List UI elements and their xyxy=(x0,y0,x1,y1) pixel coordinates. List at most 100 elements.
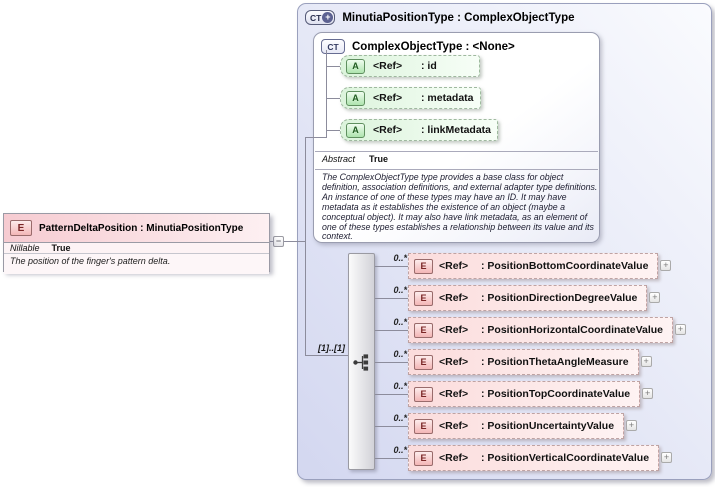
separator xyxy=(315,151,598,152)
expand-toggle[interactable]: + xyxy=(660,260,672,271)
ref-label: <Ref> xyxy=(373,60,403,72)
compositor-bar[interactable] xyxy=(348,253,375,470)
expand-toggle[interactable]: + xyxy=(675,324,687,335)
nillable-property-row: Nillable True xyxy=(4,242,269,254)
element-icon: E xyxy=(414,354,433,370)
attribute-node[interactable]: A <Ref> : metadata xyxy=(340,87,481,109)
base-type-title: ComplexObjectType : <None> xyxy=(352,40,515,53)
connector-line xyxy=(326,130,340,131)
ref-label: <Ref> xyxy=(439,356,469,368)
separator xyxy=(315,169,598,170)
root-element-box[interactable]: E PatternDeltaPosition : MinutiaPosition… xyxy=(3,213,270,274)
root-element-description: The position of the finger's pattern del… xyxy=(4,254,269,274)
expand-toggle[interactable]: + xyxy=(649,292,661,303)
cardinality-label: 0..* xyxy=(393,317,407,327)
connector-line xyxy=(305,137,306,356)
ref-label: <Ref> xyxy=(439,292,469,304)
connector-line xyxy=(375,362,408,363)
cardinality-label: 0..* xyxy=(393,381,407,391)
nillable-value: True xyxy=(51,243,71,253)
connector-line xyxy=(305,355,349,356)
cardinality-label: 0..* xyxy=(393,445,407,455)
attribute-row: A <Ref> : id xyxy=(326,55,480,77)
ref-label: <Ref> xyxy=(439,388,469,400)
element-reference-node[interactable]: E <Ref> : PositionThetaAngleMeasure + xyxy=(408,349,652,375)
element-name: : PositionTopCoordinateValue xyxy=(481,388,631,400)
complex-type-title: MinutiaPositionType : ComplexObjectType xyxy=(342,11,575,24)
element-reference-node[interactable]: E <Ref> : PositionTopCoordinateValue + xyxy=(408,381,654,407)
element-reference-node[interactable]: E <Ref> : PositionBottomCoordinateValue … xyxy=(408,253,672,279)
ref-label: <Ref> xyxy=(439,324,469,336)
cardinality-label: 0..* xyxy=(393,349,407,359)
connector-line xyxy=(375,458,408,459)
element-icon: E xyxy=(414,258,433,274)
connector-line xyxy=(375,330,408,331)
root-element-title: PatternDeltaPosition : MinutiaPositionTy… xyxy=(39,222,244,234)
connector-line xyxy=(305,137,327,138)
ref-label: <Ref> xyxy=(439,260,469,272)
sequence-compositor-icon xyxy=(352,352,371,378)
ref-label: <Ref> xyxy=(439,420,469,432)
ref-label: <Ref> xyxy=(439,452,469,464)
expand-toggle[interactable]: + xyxy=(642,388,654,399)
connector-line xyxy=(375,266,408,267)
element-reference-node[interactable]: E <Ref> : PositionVerticalCoordinateValu… xyxy=(408,445,673,471)
element-reference-node[interactable]: E <Ref> : PositionHorizontalCoordinateVa… xyxy=(408,317,687,343)
nillable-label: Nillable xyxy=(10,243,40,253)
element-name: : PositionDirectionDegreeValue xyxy=(481,292,638,304)
expand-toggle[interactable]: + xyxy=(640,356,652,367)
attribute-row: A <Ref> : metadata xyxy=(326,87,481,109)
element-row: 0..* E <Ref> : PositionVerticalCoordinat… xyxy=(375,445,673,471)
abstract-label: Abstract xyxy=(322,154,356,164)
attribute-name: : id xyxy=(421,60,437,72)
abstract-property-row: Abstract True xyxy=(322,154,388,164)
attribute-icon: A xyxy=(346,90,365,106)
expand-toggle[interactable]: + xyxy=(661,452,673,463)
element-icon: E xyxy=(414,290,433,306)
attribute-icon: A xyxy=(346,122,365,138)
element-reference-node[interactable]: E <Ref> : PositionUncertaintyValue + xyxy=(408,413,638,439)
element-name: : PositionVerticalCoordinateValue xyxy=(481,452,650,464)
element-icon: E xyxy=(414,386,433,402)
occurrence-label: [1]..[1] xyxy=(318,343,345,353)
ct-icon-text: CT xyxy=(310,12,322,23)
ref-label: <Ref> xyxy=(373,124,403,136)
plus-badge-icon: + xyxy=(322,12,334,23)
abstract-value: True xyxy=(369,154,389,164)
attribute-icon: A xyxy=(346,58,365,74)
cardinality-label: 0..* xyxy=(393,253,407,263)
complex-type-icon: CT xyxy=(321,39,345,54)
expand-toggle[interactable]: + xyxy=(626,420,638,431)
connector-line xyxy=(375,426,408,427)
element-reference-node[interactable]: E <Ref> : PositionDirectionDegreeValue + xyxy=(408,285,661,311)
complex-type-header: CT + MinutiaPositionType : ComplexObject… xyxy=(305,10,575,25)
element-name: : PositionBottomCoordinateValue xyxy=(481,260,649,272)
connector-line xyxy=(326,98,340,99)
element-row: 0..* E <Ref> : PositionBottomCoordinateV… xyxy=(375,253,672,279)
attribute-node[interactable]: A <Ref> : linkMetadata xyxy=(340,119,499,141)
connector-line xyxy=(326,50,327,138)
element-icon: E xyxy=(414,418,433,434)
attribute-node[interactable]: A <Ref> : id xyxy=(340,55,480,77)
attribute-row: A <Ref> : linkMetadata xyxy=(326,119,499,141)
ref-label: <Ref> xyxy=(373,92,403,104)
element-row: 0..* E <Ref> : PositionThetaAngleMeasure… xyxy=(375,349,652,375)
connector-line xyxy=(270,241,305,242)
element-name: : PositionThetaAngleMeasure xyxy=(481,356,629,368)
attribute-name: : metadata xyxy=(421,92,474,104)
base-type-description: The ComplexObjectType type provides a ba… xyxy=(322,172,598,242)
element-row: 0..* E <Ref> : PositionTopCoordinateValu… xyxy=(375,381,654,407)
root-element-header: E PatternDeltaPosition : MinutiaPosition… xyxy=(4,214,269,242)
element-row: 0..* E <Ref> : PositionDirectionDegreeVa… xyxy=(375,285,661,311)
element-name: : PositionUncertaintyValue xyxy=(481,420,615,432)
element-row: 0..* E <Ref> : PositionHorizontalCoordin… xyxy=(375,317,687,343)
collapse-toggle[interactable]: − xyxy=(273,236,284,247)
element-icon: E xyxy=(414,450,433,466)
element-icon: E xyxy=(414,322,433,338)
base-type-header: CT ComplexObjectType : <None> xyxy=(321,39,515,54)
element-name: : PositionHorizontalCoordinateValue xyxy=(481,324,664,336)
connector-line xyxy=(375,298,408,299)
cardinality-label: 0..* xyxy=(393,285,407,295)
complex-type-global-icon: CT + xyxy=(305,10,336,25)
